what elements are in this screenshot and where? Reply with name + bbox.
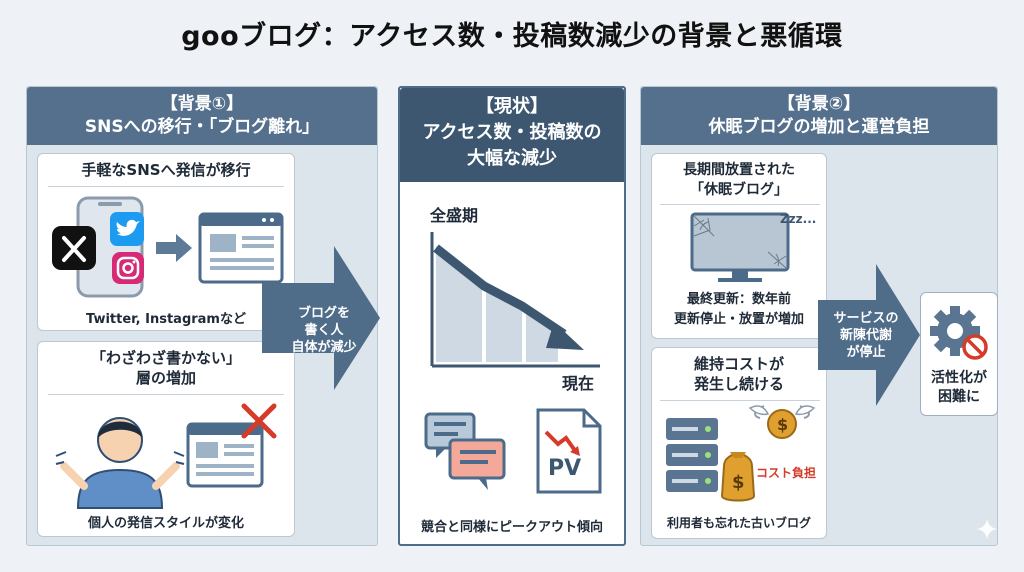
sns-examples-caption: Twitter, Instagramなど (86, 312, 246, 327)
monitor-cobweb-icon (690, 212, 790, 282)
stagnation-arrow-label: サービスの 新陳代謝 が停止 (833, 311, 899, 360)
no-writing-title: 「わざわざ書かない」 層の増加 (90, 349, 241, 387)
decline-arrow-label: ブログを 書く人 自体が減少 (291, 306, 357, 355)
background-1-tag: 【背景①】 (160, 94, 244, 114)
blog-window-icon (186, 422, 264, 488)
sparkle-icon (976, 518, 998, 540)
dormant-blog-caption: 最終更新：数年前 更新停止・放置が増加 (673, 292, 804, 327)
comments-and-pv-icons (424, 408, 602, 494)
pv-document-icon (536, 408, 602, 494)
x-logo-icon (52, 226, 96, 270)
dormant-blog-title: 長期間放置された 「休眠ブログ」 (683, 162, 795, 198)
pv-label: PV (548, 456, 582, 481)
now-label: 現在 (562, 374, 595, 393)
background-2-header: 【背景②】 休眠ブログの増加と運営負担 (641, 87, 997, 145)
forgotten-blog-caption: 利用者も忘れた古いブログ (666, 516, 811, 530)
peak-label: 全盛期 (430, 206, 479, 225)
cross-mark-icon (241, 403, 277, 439)
maintenance-cost-card: 維持コストが 発生し続ける $ (651, 347, 827, 539)
browser-window-icon (198, 212, 284, 284)
background-1-heading: SNSへの移行・「ブログ離れ」 (84, 117, 320, 137)
dormant-blog-card: 長期間放置された 「休眠ブログ」 Zzz... 最終更新：数年前 更新停止・放置… (651, 153, 827, 339)
server-cost-illustration: $ $ (666, 405, 816, 502)
sleeping-zzz: Zzz... (780, 212, 817, 226)
sns-shift-title: 手軽なSNSへ発信が移行 (81, 161, 251, 179)
background-1-column: 【背景①】 SNSへの移行・「ブログ離れ」 手軽なSNSへ発信が移行 (26, 86, 378, 546)
flying-money-bag-icon: $ (748, 405, 816, 439)
background-2-column: 【背景②】 休眠ブログの増加と運営負担 長期間放置された 「休眠ブログ」 Zzz… (640, 86, 998, 546)
style-change-caption: 個人の発信スタイルが変化 (87, 516, 244, 531)
server-rack-icon (666, 418, 718, 492)
sns-illustration (52, 196, 284, 298)
svg-text:$: $ (777, 415, 788, 434)
money-bag-icon: $ (720, 452, 756, 502)
decline-arrow (262, 246, 380, 390)
decline-chart (430, 232, 600, 368)
background-1-header: 【背景①】 SNSへの移行・「ブログ離れ」 (27, 87, 377, 145)
maintenance-cost-title: 維持コストが 発生し続ける (693, 355, 784, 393)
instagram-icon (112, 252, 144, 284)
current-status-column: 【現状】 アクセス数・投稿数の 大幅な減少 全盛期 現在 PV (398, 86, 626, 546)
no-writing-card: 「わざわざ書かない」 層の増加 (37, 341, 295, 537)
comment-bubbles-icon (424, 412, 506, 490)
gear-blocked-icon (930, 306, 988, 360)
twitter-icon (110, 212, 144, 246)
shrugging-person-icon (55, 417, 185, 509)
arrow-right-icon (156, 234, 192, 262)
stagnation-arrow (818, 264, 920, 406)
sns-shift-card: 手軽なSNSへ発信が移行 (37, 153, 295, 331)
page-title: gooブログ：アクセス数・投稿数減少の背景と悪循環 (181, 21, 843, 52)
current-status-header: 【現状】 アクセス数・投稿数の 大幅な減少 (400, 88, 624, 182)
dusty-monitor-illustration (690, 212, 790, 282)
result-text: 活性化が 困難に (931, 370, 987, 405)
cost-burden-label: コスト負担 (756, 466, 817, 480)
person-illustration (55, 403, 277, 509)
peak-out-caption: 競合と同様にピークアウト傾向 (420, 520, 603, 535)
result-box: 活性化が 困難に (920, 292, 998, 416)
downward-trend-arrow (433, 244, 567, 338)
svg-text:$: $ (732, 472, 745, 493)
